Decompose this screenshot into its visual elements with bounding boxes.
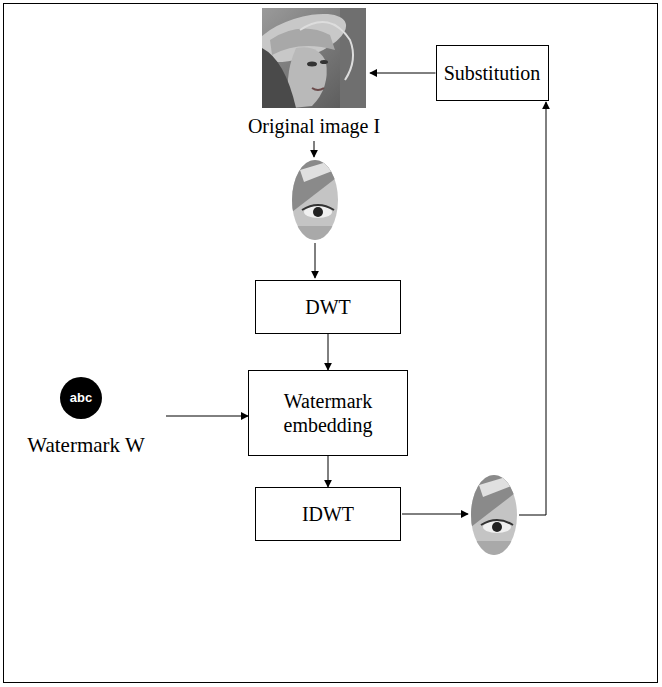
box-text-group: Substitution <box>444 61 541 85</box>
watermark-caption: Watermark W <box>27 433 144 458</box>
flow-arrow <box>519 102 546 515</box>
image-caption: Original image I <box>248 114 380 138</box>
box-label: IDWT <box>302 502 354 526</box>
box-label: Watermark embedding <box>249 389 407 437</box>
eye-region <box>288 158 340 242</box>
flow-connector <box>370 73 436 74</box>
box-label: Substitution <box>444 61 541 85</box>
outer-frame <box>4 4 658 683</box>
process-box: IDWT <box>255 487 401 541</box>
image-caption-node: Original image I <box>258 6 370 140</box>
original-photo <box>262 8 366 108</box>
process-box: Substitution <box>436 45 549 101</box>
process-box: DWT <box>255 280 401 334</box>
flow-arrow <box>314 141 315 157</box>
box-text-group: Watermark embedding <box>249 389 407 437</box>
process-box: Watermark embedding <box>248 370 408 456</box>
flow-arrow <box>402 514 468 515</box>
watermark-logo-text: abc <box>70 390 92 406</box>
watermark-node: abcWatermark W <box>6 376 166 460</box>
flow-connector <box>166 416 248 417</box>
box-text-group: IDWT <box>302 502 354 526</box>
box-text-group: DWT <box>305 295 351 319</box>
box-label: DWT <box>305 295 351 319</box>
watermarked-eye-region <box>467 473 519 557</box>
flow-connector <box>328 334 329 370</box>
flow-connector <box>328 456 329 487</box>
flow-arrow <box>315 243 316 278</box>
